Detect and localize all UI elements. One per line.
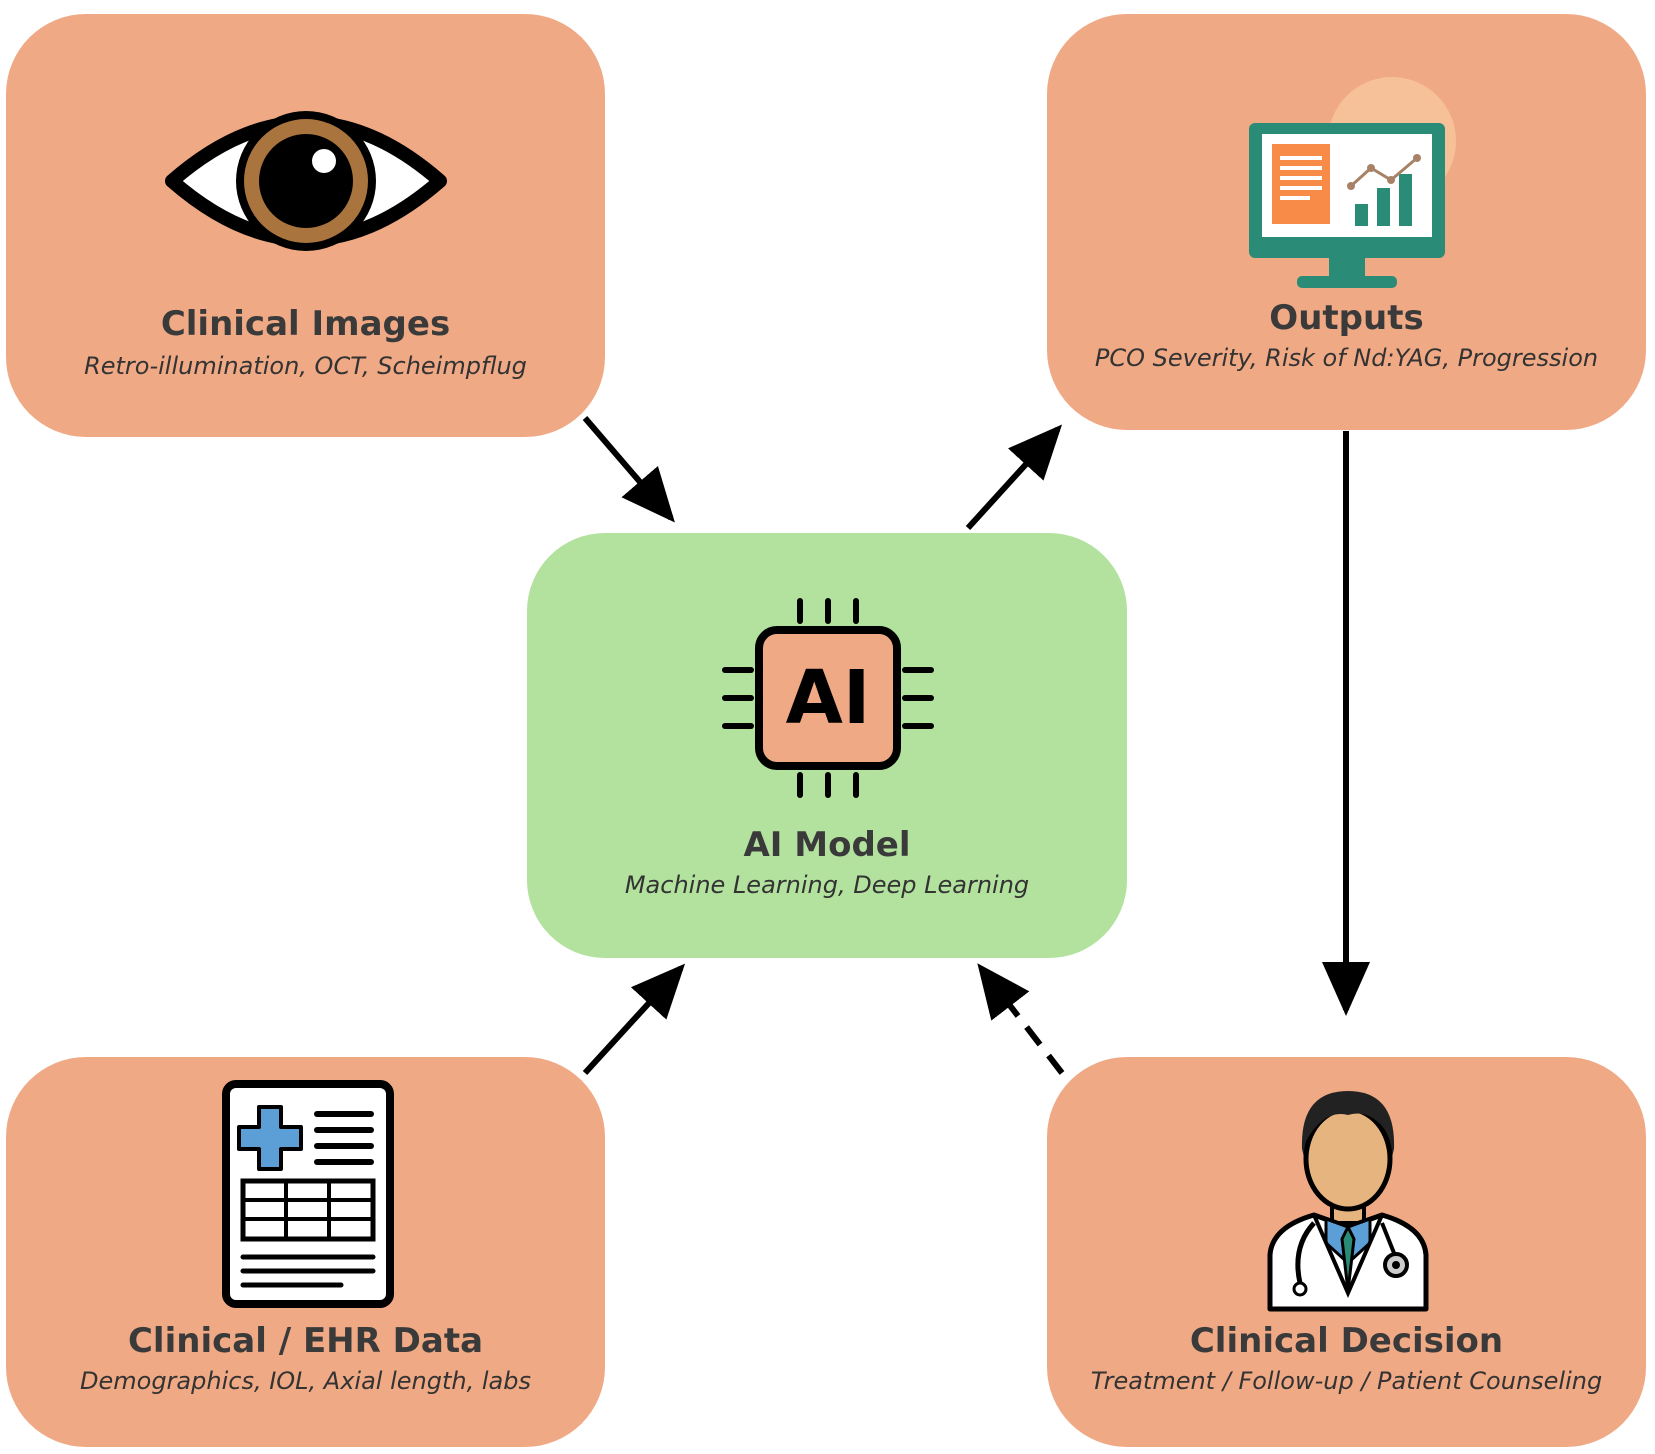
- outputs-node: Outputs PCO Severity, Risk of Nd:YAG, Pr…: [1047, 14, 1646, 430]
- ai-chip-label: AI: [786, 655, 871, 741]
- arrow-images-to-ai: [582, 416, 675, 523]
- ehr-data-node: Clinical / EHR Data Demographics, IOL, A…: [6, 1057, 605, 1447]
- medical-record-icon: [222, 1080, 394, 1308]
- clinical-decision-title: Clinical Decision: [1189, 1321, 1504, 1361]
- clinical-images-subtitle: Retro-illumination, OCT, Scheimpflug: [84, 352, 527, 380]
- ai-model-subtitle: Machine Learning, Deep Learning: [624, 871, 1030, 899]
- ai-model-title: AI Model: [743, 825, 911, 865]
- eye-icon: [165, 111, 447, 251]
- clinical-decision-subtitle: Treatment / Follow-up / Patient Counseli…: [1090, 1367, 1603, 1395]
- doctor-icon: [1267, 1091, 1429, 1312]
- ai-chip-icon: AI: [722, 598, 934, 798]
- arrow-ehr-to-ai: [582, 963, 686, 1076]
- arrow-decision-to-ai-dashed: [977, 963, 1065, 1075]
- ehr-data-subtitle: Demographics, IOL, Axial length, labs: [80, 1367, 531, 1395]
- clinical-decision-node: Clinical Decision Treatment / Follow-up …: [1047, 1057, 1646, 1447]
- monitor-chart-icon: [1249, 77, 1456, 288]
- clinical-images-title: Clinical Images: [160, 304, 451, 344]
- arrow-ai-to-outputs: [965, 424, 1063, 531]
- ehr-data-title: Clinical / EHR Data: [127, 1321, 484, 1361]
- outputs-title: Outputs: [1269, 298, 1424, 338]
- clinical-images-node: Clinical Images Retro-illumination, OCT,…: [6, 14, 605, 437]
- outputs-subtitle: PCO Severity, Risk of Nd:YAG, Progressio…: [1094, 344, 1599, 372]
- ai-model-node: AI AI Model Machine Learning, Deep Learn…: [527, 533, 1127, 958]
